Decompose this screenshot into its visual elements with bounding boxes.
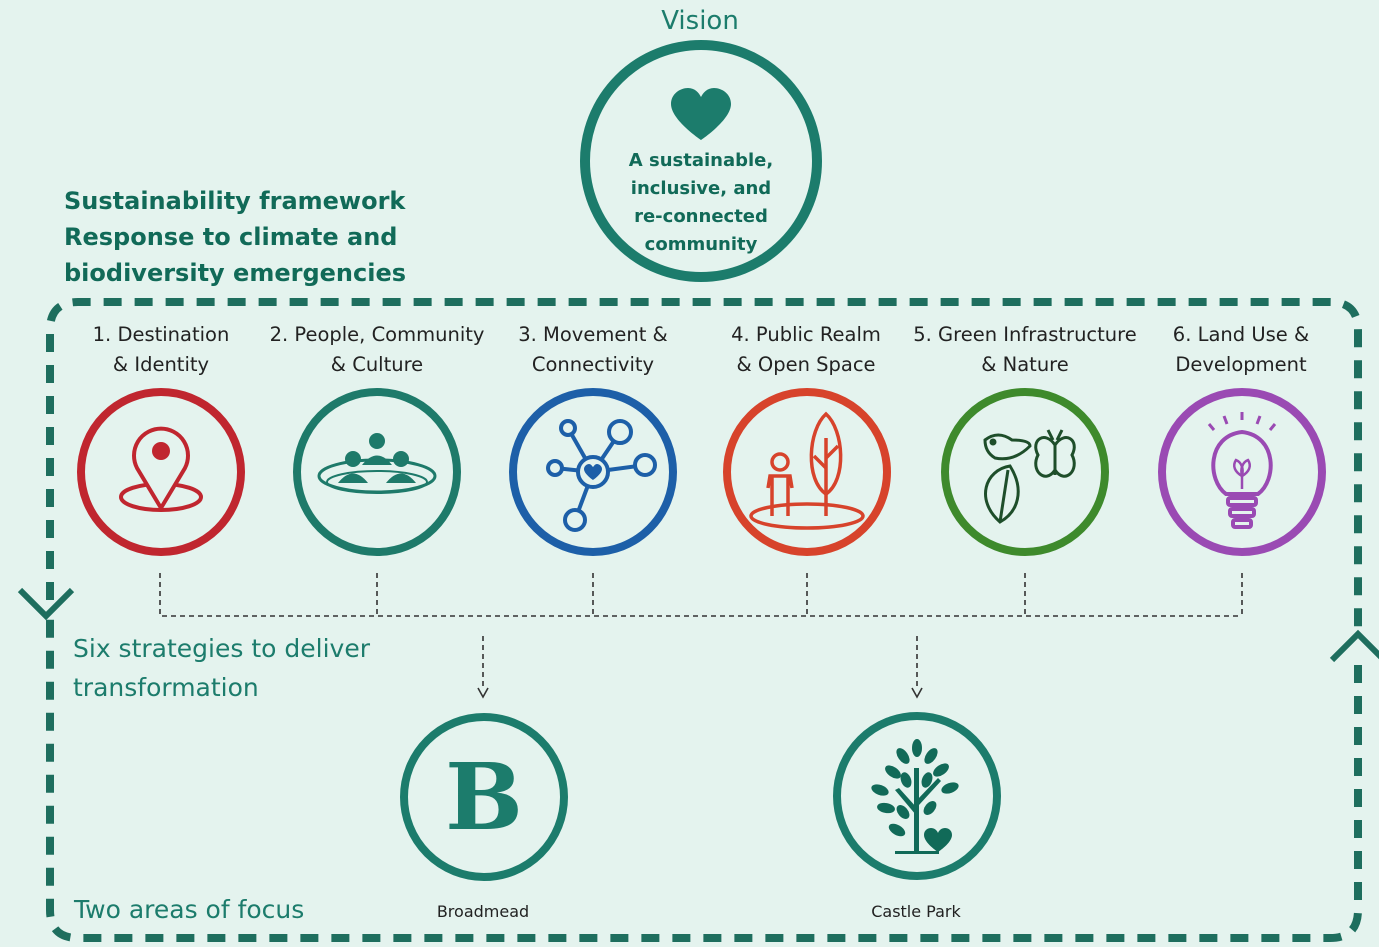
strategy-label-line: & Open Space bbox=[736, 353, 876, 376]
person-tree-icon bbox=[749, 411, 865, 530]
focus-title: Two areas of focus bbox=[74, 895, 305, 924]
map-pin-icon bbox=[119, 426, 203, 512]
framework-heading-line: Sustainability framework bbox=[64, 187, 406, 215]
vision-statement-line: re-connected bbox=[634, 206, 768, 227]
broadmead-b-logo: B bbox=[445, 743, 523, 851]
strategy-label-community: 2. People, Community & Culture bbox=[257, 320, 497, 380]
vision-statement-line: inclusive, and bbox=[630, 178, 772, 199]
bird-leaf-butterfly-icon bbox=[983, 429, 1076, 524]
strategy-label-line: 4. Public Realm bbox=[731, 323, 881, 346]
strategy-label-line: & Culture bbox=[330, 353, 424, 376]
strategy-label-line: 1. Destination bbox=[92, 323, 230, 346]
framework-heading-line: biodiversity emergencies bbox=[64, 259, 406, 287]
focus-label-broadmead: Broadmead bbox=[436, 902, 530, 921]
strategy-circle-movement bbox=[509, 388, 677, 556]
strategy-label-line: & Identity bbox=[112, 353, 210, 376]
up-arrow-icon bbox=[1329, 629, 1379, 663]
strategy-label-movement: 3. Movement & Connectivity bbox=[473, 320, 713, 380]
strategy-label-line: 3. Movement & bbox=[518, 323, 668, 346]
vision-statement-line: community bbox=[644, 234, 758, 255]
down-arrow-icon bbox=[17, 587, 75, 621]
arrowhead-broadmead bbox=[477, 687, 489, 699]
strategy-label-line: Development bbox=[1175, 353, 1307, 376]
strategy-label-line: Connectivity bbox=[531, 353, 655, 376]
strategy-label-line: & Nature bbox=[981, 353, 1069, 376]
strategy-label-destination: 1. Destination & Identity bbox=[41, 320, 281, 380]
strategy-circle-public-realm bbox=[723, 388, 891, 556]
vision-statement-line: A sustainable, bbox=[628, 150, 774, 171]
vision-circle bbox=[580, 40, 822, 282]
strategy-label-line: 6. Land Use & bbox=[1172, 323, 1310, 346]
focus-circle-broadmead bbox=[400, 713, 568, 881]
strategy-label-green-infrastructure: 5. Green Infrastructure & Nature bbox=[905, 320, 1145, 380]
strategy-label-line: 2. People, Community bbox=[269, 323, 485, 346]
strategies-heading-line: Six strategies to deliver bbox=[73, 634, 370, 663]
strategy-label-line: 5. Green Infrastructure bbox=[913, 323, 1137, 346]
heart-icon bbox=[671, 88, 731, 140]
strategy-circle-community bbox=[293, 388, 461, 556]
strategies-heading-line: transformation bbox=[73, 673, 259, 702]
vision-statement: A sustainable, inclusive, and re-connect… bbox=[615, 147, 787, 259]
vision-title: Vision bbox=[661, 6, 739, 36]
connector-lines bbox=[159, 573, 1243, 690]
strategy-circle-land-use bbox=[1158, 388, 1326, 556]
strategy-circle-green-infrastructure bbox=[941, 388, 1109, 556]
strategy-circle-destination bbox=[77, 388, 245, 556]
network-heart-icon bbox=[546, 419, 657, 532]
arrowhead-castle-park bbox=[911, 687, 923, 699]
focus-circle-castle-park bbox=[833, 712, 1001, 880]
focus-label-castle-park: Castle Park bbox=[871, 902, 961, 921]
lightbulb-icon bbox=[1207, 412, 1277, 529]
tree-heart-icon bbox=[871, 739, 959, 854]
framework-heading-line: Response to climate and bbox=[64, 223, 398, 251]
framework-dashed-border bbox=[46, 298, 1362, 942]
strategy-label-land-use: 6. Land Use & Development bbox=[1121, 320, 1361, 380]
community-group-icon bbox=[317, 433, 437, 494]
strategy-label-public-realm: 4. Public Realm & Open Space bbox=[686, 320, 926, 380]
